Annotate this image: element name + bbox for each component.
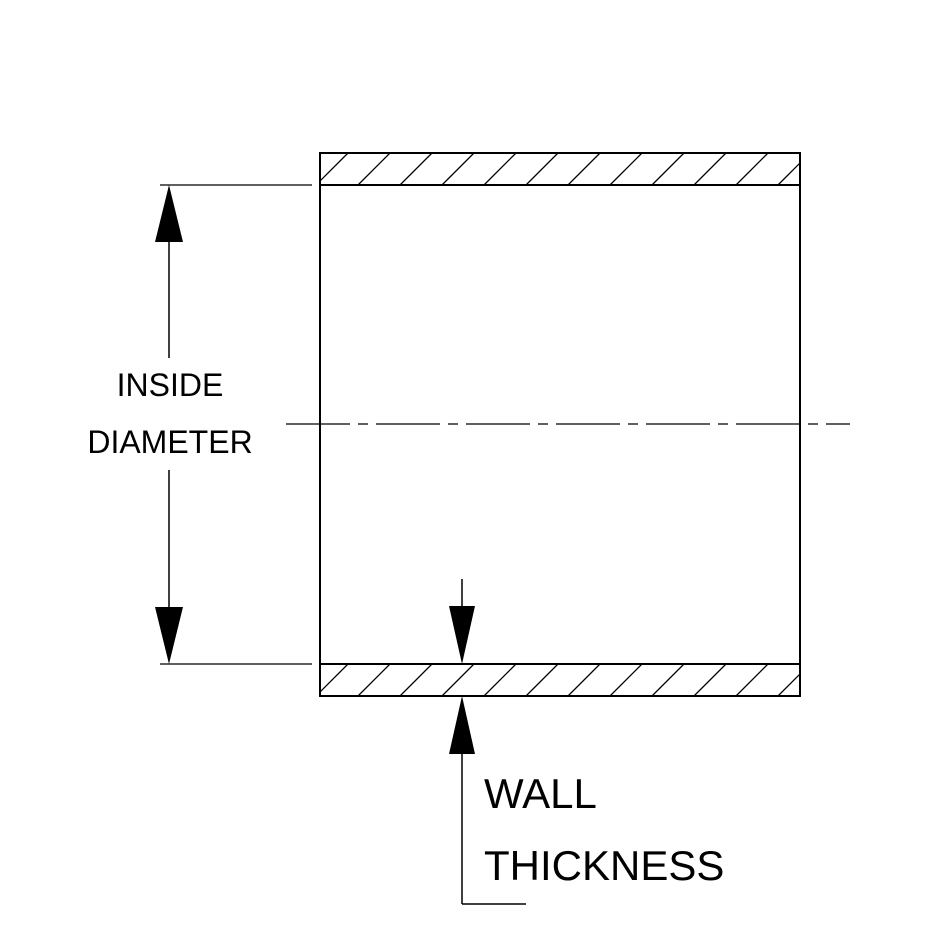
inside-diameter-label-line1: INSIDE [117,367,224,403]
hatch-line [777,673,800,696]
id-arrow-down [155,607,183,664]
hatch-line [651,664,685,696]
hatch-line [320,664,349,693]
wall-arrow-down [449,606,475,664]
hatch-line [441,664,475,696]
hatch-line [525,664,559,696]
hatch-line [777,162,800,185]
inside-diameter-label-line2: DIAMETER [87,424,252,460]
wall-arrow-up [449,696,475,754]
hatch-line [693,664,727,696]
hatch-line [483,664,517,696]
hatch-line [320,153,349,182]
wall-thickness-label-line2: THICKNESS [484,842,724,889]
wall-thickness-label-line1: WALL [484,770,597,817]
hatch-line [357,153,391,185]
top-wall-hatching [320,153,800,185]
hatch-line [399,153,433,185]
hatch-line [609,664,643,696]
hatch-line [567,153,601,185]
hatch-line [567,664,601,696]
hatch-line [735,664,769,696]
hatch-line [525,153,559,185]
hatch-line [693,153,727,185]
hatch-line [357,664,391,696]
bottom-wall [319,663,801,697]
hatch-line [735,153,769,185]
hatch-line [399,664,433,696]
hatch-line [483,153,517,185]
hatch-line [651,153,685,185]
top-wall [319,152,801,186]
bottom-wall-hatching [320,664,800,696]
hatch-line [609,153,643,185]
id-arrow-up [155,185,183,242]
hatch-line [441,153,475,185]
